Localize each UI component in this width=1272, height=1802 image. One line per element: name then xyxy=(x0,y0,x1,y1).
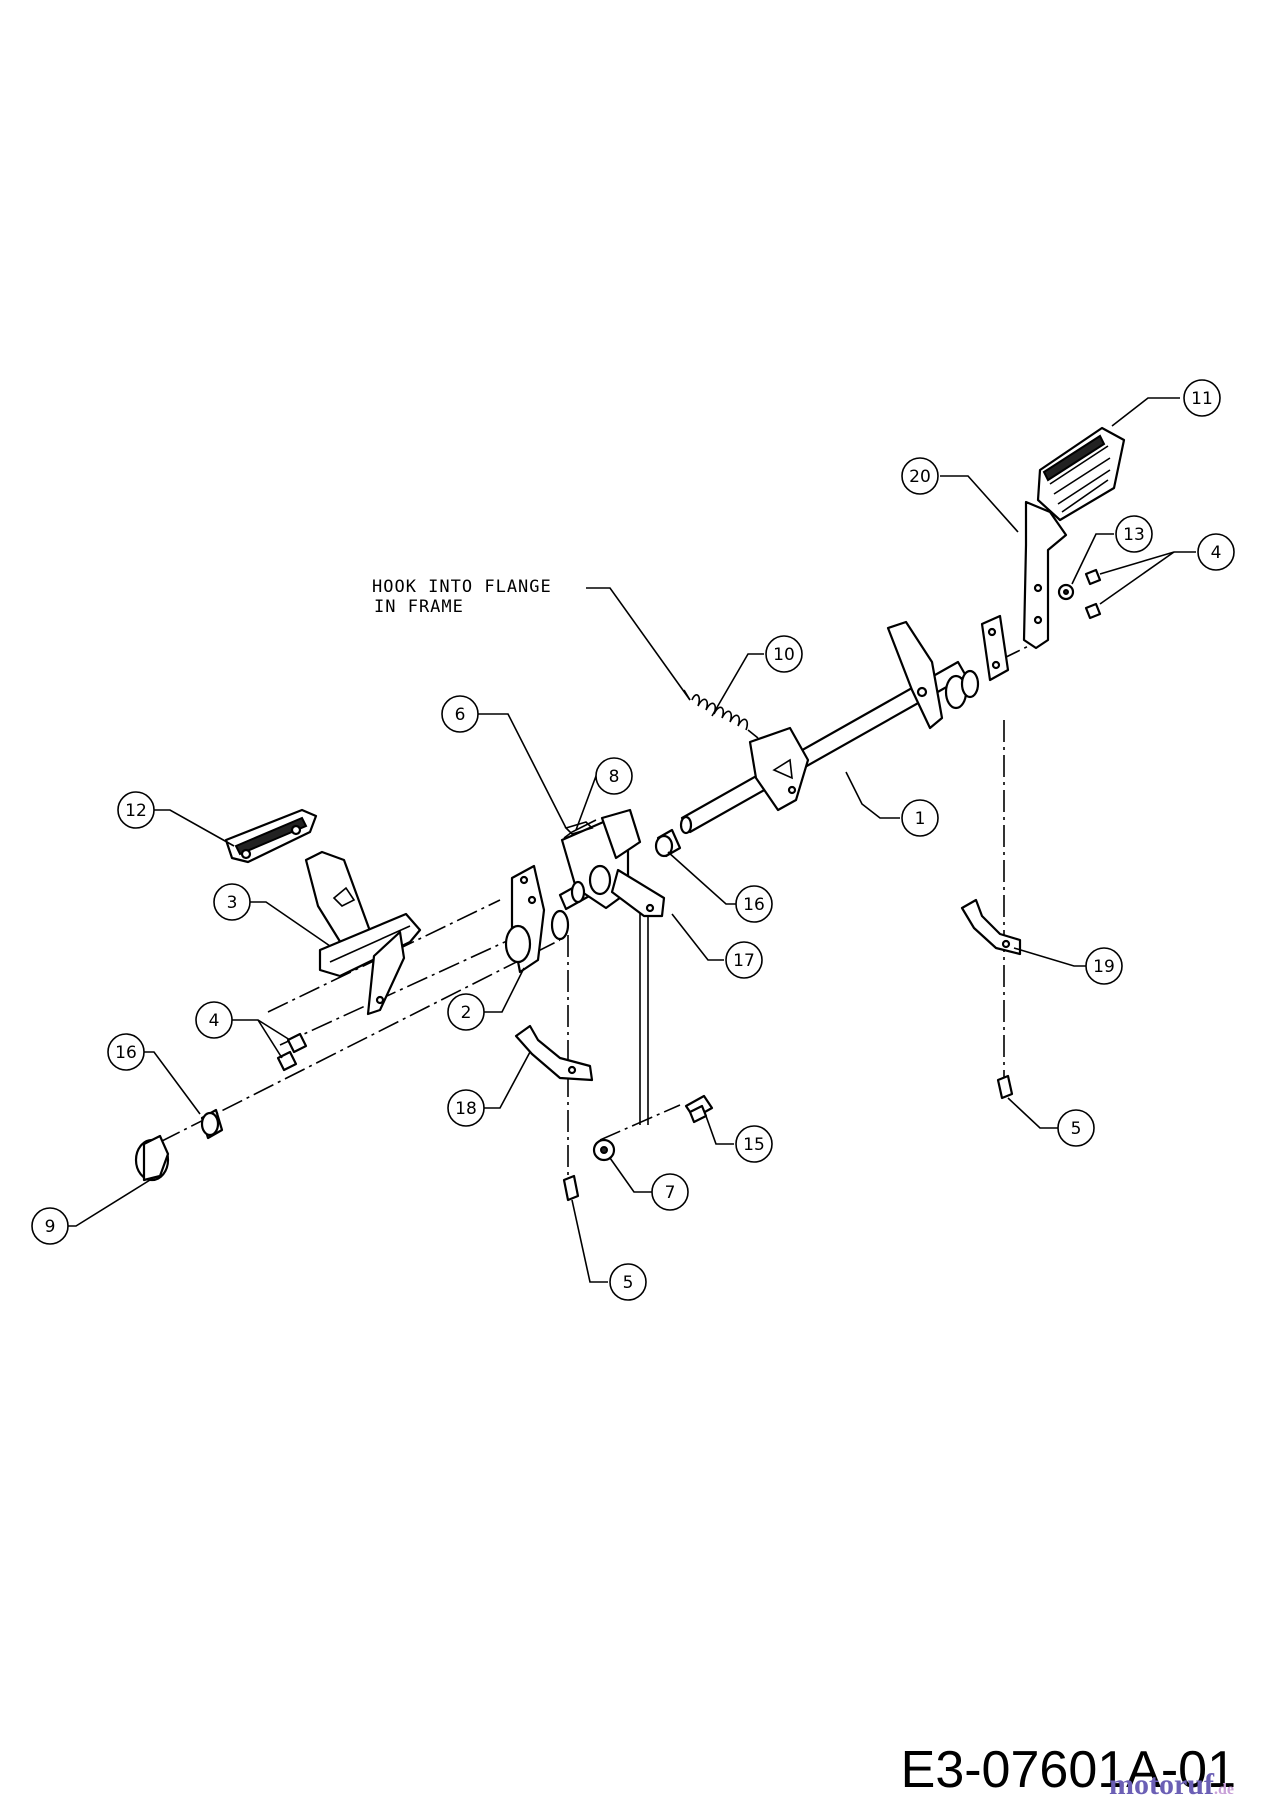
svg-text:12: 12 xyxy=(125,801,147,821)
bolts-4-left xyxy=(276,1032,308,1072)
svg-text:5: 5 xyxy=(623,1273,634,1293)
sector-gear-assembly xyxy=(560,808,666,918)
alignment-lines xyxy=(159,637,1046,1180)
callout-4-right: 4 xyxy=(1197,533,1235,571)
pin-8 xyxy=(564,821,594,835)
callout-6: 6 xyxy=(441,695,479,733)
callout-11: 11 xyxy=(1183,379,1221,417)
note-hook-into-flange: HOOK INTO FLANGE IN FRAME xyxy=(372,577,552,617)
bolt-15 xyxy=(684,1094,714,1124)
spring-10 xyxy=(683,689,759,739)
callout-15: 15 xyxy=(735,1125,773,1163)
nut-7 xyxy=(592,1138,616,1162)
note-line-2: IN FRAME xyxy=(374,597,464,617)
callout-4-left: 4 xyxy=(195,1001,233,1039)
svg-text:7: 7 xyxy=(665,1183,676,1203)
bushing-16-left xyxy=(200,1108,224,1140)
callout-5-right: 5 xyxy=(1057,1109,1095,1147)
svg-text:8: 8 xyxy=(609,767,620,787)
shaft-lever-arm xyxy=(886,620,980,730)
callout-18: 18 xyxy=(447,1089,485,1127)
pedal-arm-right xyxy=(1022,500,1068,650)
svg-text:10: 10 xyxy=(773,645,795,665)
callout-19: 19 xyxy=(1085,947,1123,985)
callout-16-center: 16 xyxy=(735,885,773,923)
spring-bracket xyxy=(748,726,810,812)
callout-12: 12 xyxy=(117,791,155,829)
callout-7: 7 xyxy=(651,1173,689,1211)
svg-text:17: 17 xyxy=(733,951,755,971)
svg-text:5: 5 xyxy=(1071,1119,1082,1139)
cap-9 xyxy=(134,1134,170,1182)
callout-13: 13 xyxy=(1115,515,1153,553)
callout-2: 2 xyxy=(447,993,485,1031)
drawing-code: E3-07601A-01 xyxy=(900,1741,1236,1799)
callout-8: 8 xyxy=(595,757,633,795)
svg-text:11: 11 xyxy=(1191,389,1213,409)
svg-text:20: 20 xyxy=(909,467,931,487)
note-line-1: HOOK INTO FLANGE xyxy=(372,577,552,597)
clip-18 xyxy=(514,1024,594,1082)
svg-text:6: 6 xyxy=(455,705,466,725)
callout-16-left: 16 xyxy=(107,1033,145,1071)
washer-13 xyxy=(1057,583,1075,601)
pedal-left xyxy=(304,850,422,1016)
bolts-4-right xyxy=(1084,568,1102,620)
bushing-16-center xyxy=(654,828,682,858)
svg-text:16: 16 xyxy=(743,895,765,915)
bolt-5-right xyxy=(996,1074,1014,1100)
callout-3: 3 xyxy=(213,883,251,921)
svg-text:2: 2 xyxy=(461,1003,472,1023)
svg-text:19: 19 xyxy=(1093,957,1115,977)
watermark-logo: motoruf.de xyxy=(1109,1768,1234,1802)
callout-9: 9 xyxy=(31,1207,69,1245)
svg-text:3: 3 xyxy=(227,893,238,913)
callout-10: 10 xyxy=(765,635,803,673)
svg-text:18: 18 xyxy=(455,1099,477,1119)
callout-5-center: 5 xyxy=(609,1263,647,1301)
svg-text:4: 4 xyxy=(1211,543,1222,563)
svg-text:1: 1 xyxy=(915,809,926,829)
callout-1: 1 xyxy=(901,799,939,837)
svg-text:16: 16 xyxy=(115,1043,137,1063)
left-mount-plate xyxy=(504,864,570,974)
callouts: 11 20 13 4 10 1 6 8 12 3 16 17 2 4 16 18… xyxy=(31,379,1235,1301)
bolt-5-center xyxy=(562,1174,580,1202)
callout-17: 17 xyxy=(725,941,763,979)
svg-text:4: 4 xyxy=(209,1011,220,1031)
watermark-text: motoruf xyxy=(1109,1768,1214,1801)
callout-20: 20 xyxy=(901,457,939,495)
right-mount-plate xyxy=(980,614,1010,682)
watermark-suffix: .de xyxy=(1214,1781,1234,1798)
clip-19 xyxy=(960,898,1022,956)
svg-text:15: 15 xyxy=(743,1135,765,1155)
pedal-pad-right xyxy=(1036,426,1126,522)
svg-text:9: 9 xyxy=(45,1217,56,1237)
pedal-pad-left xyxy=(224,808,318,864)
svg-text:13: 13 xyxy=(1123,525,1145,545)
